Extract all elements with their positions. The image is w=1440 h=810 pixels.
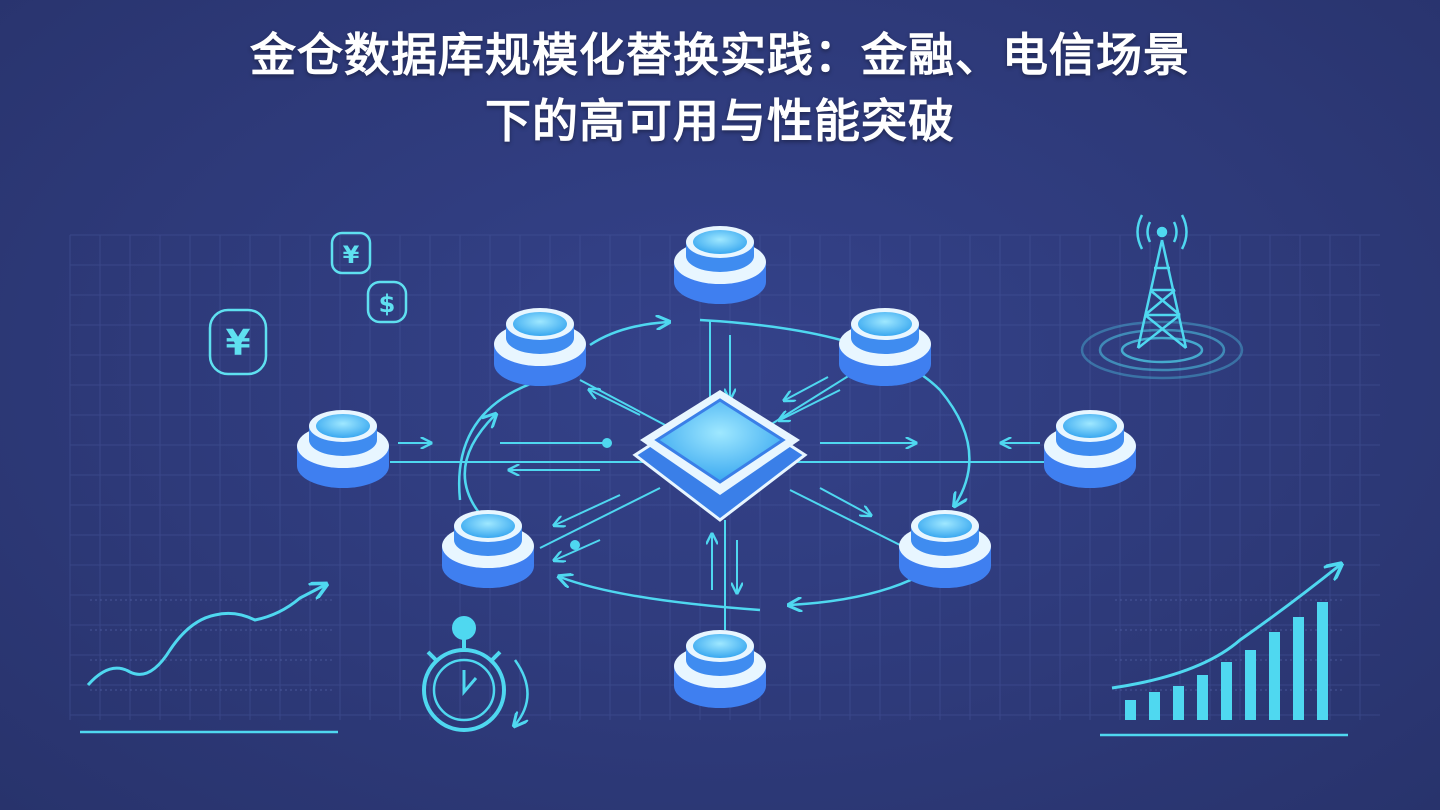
bar bbox=[1173, 686, 1184, 720]
stopwatch-icon bbox=[422, 616, 529, 732]
database-hub-icon bbox=[632, 390, 808, 522]
trend-line-chart-icon bbox=[80, 585, 338, 734]
connections bbox=[390, 320, 1050, 630]
database-node-icon bbox=[899, 510, 991, 588]
database-node-icon bbox=[674, 226, 766, 304]
dollar-icon: $ bbox=[379, 290, 396, 318]
title-line-1: 金仓数据库规模化替换实践：金融、电信场景 bbox=[250, 28, 1190, 82]
database-node-icon bbox=[494, 308, 586, 386]
database-node-icon bbox=[839, 308, 931, 386]
bar bbox=[1197, 675, 1208, 720]
yen-icon: ¥ bbox=[343, 241, 360, 269]
growth-bar-chart-icon bbox=[1100, 565, 1348, 737]
currency-icons bbox=[208, 231, 408, 376]
yen-icon: ¥ bbox=[225, 323, 250, 364]
bar bbox=[1221, 662, 1232, 720]
signal-tower-icon bbox=[1080, 214, 1244, 380]
bar bbox=[1269, 632, 1280, 720]
database-node-icon bbox=[1044, 410, 1136, 488]
page-title: 金仓数据库规模化替换实践：金融、电信场景 下的高可用与性能突破 bbox=[0, 22, 1440, 154]
database-node-icon bbox=[297, 410, 389, 488]
bar bbox=[1245, 650, 1256, 720]
bar bbox=[1149, 692, 1160, 720]
title-line-2: 下的高可用与性能突破 bbox=[485, 94, 955, 148]
bar bbox=[1125, 700, 1136, 720]
database-node-icon bbox=[442, 510, 534, 588]
bar bbox=[1317, 602, 1328, 720]
database-node-icon bbox=[674, 630, 766, 708]
bar bbox=[1293, 617, 1304, 720]
